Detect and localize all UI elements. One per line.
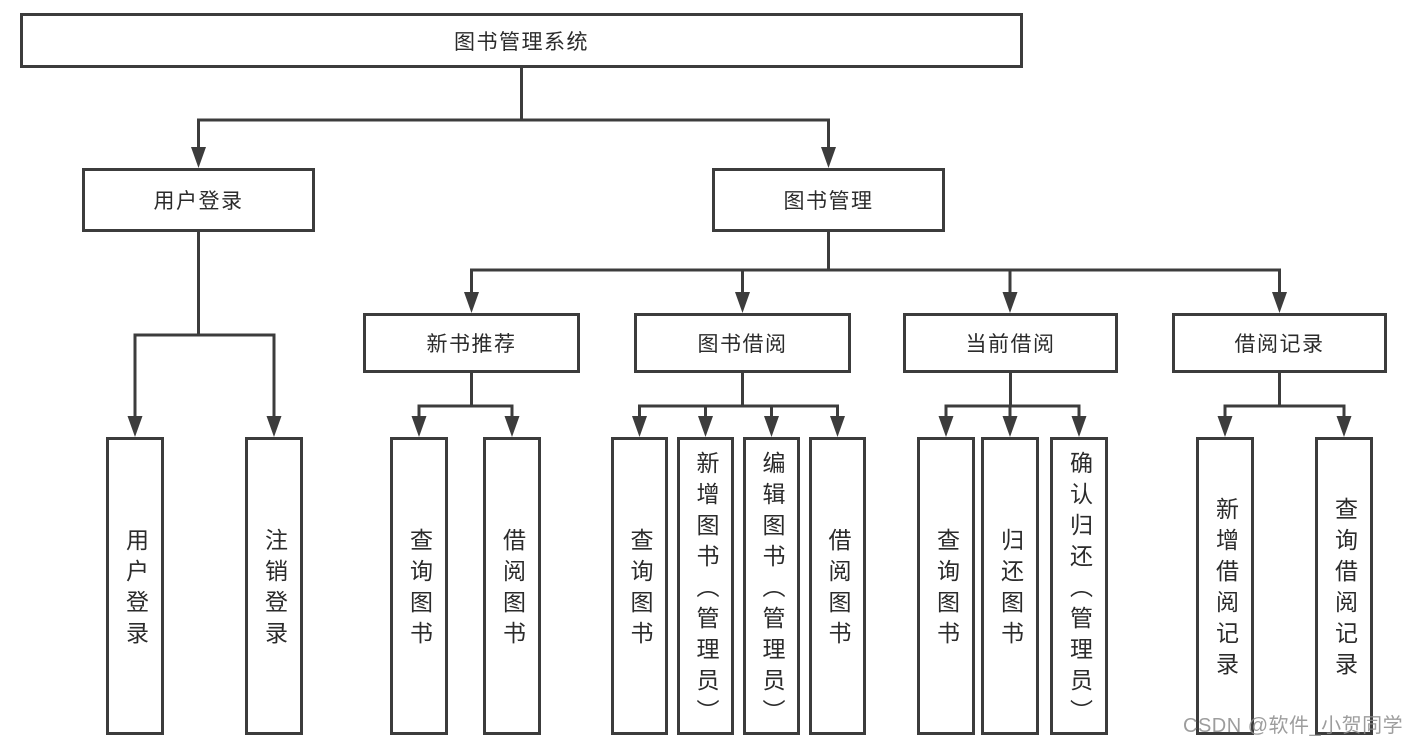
node-leaf-query-books-current: 查询图书 [917, 437, 975, 735]
csdn-watermark: CSDN @软件_小贺同学 [1183, 715, 1404, 737]
node-leaf-return-books-label: 归还图书 [997, 528, 1024, 652]
node-leaf-borrow-books-recommend-label: 借阅图书 [499, 528, 526, 652]
node-user-login: 用户登录 [82, 168, 315, 232]
node-borrow-records: 借阅记录 [1172, 313, 1387, 373]
node-book-management: 图书管理 [712, 168, 945, 232]
node-leaf-user-login: 用户登录 [106, 437, 164, 735]
node-leaf-confirm-return-admin-label: 确认归还（管理员） [1066, 450, 1093, 730]
node-book-borrow: 图书借阅 [634, 313, 851, 373]
arrowheads [127, 147, 1352, 437]
node-leaf-query-books-borrow-label: 查询图书 [627, 528, 653, 652]
node-leaf-borrow-books-label: 借阅图书 [825, 528, 851, 652]
node-current-borrow: 当前借阅 [903, 313, 1118, 373]
node-leaf-query-borrow-record: 查询借阅记录 [1315, 437, 1373, 735]
node-new-book-recommend-label: 新书推荐 [426, 333, 517, 356]
node-book-borrow-label: 图书借阅 [697, 333, 788, 356]
node-leaf-query-books-recommend: 查询图书 [390, 437, 448, 735]
node-root-label: 图书管理系统 [454, 30, 589, 54]
node-root-library-system: 图书管理系统 [20, 13, 1023, 68]
node-borrow-records-label: 借阅记录 [1234, 333, 1325, 356]
node-leaf-edit-books-admin: 编辑图书（管理员） [743, 437, 800, 735]
connector-records-to-leaves [1223, 373, 1346, 419]
node-leaf-logout-label: 注销登录 [261, 528, 288, 652]
node-leaf-add-books-admin: 新增图书（管理员） [677, 437, 734, 735]
node-new-book-recommend: 新书推荐 [363, 313, 580, 373]
node-current-borrow-label: 当前借阅 [965, 333, 1056, 356]
node-leaf-borrow-books: 借阅图书 [809, 437, 866, 735]
node-leaf-query-books-current-label: 查询图书 [933, 528, 960, 652]
node-leaf-query-books-recommend-label: 查询图书 [406, 528, 433, 652]
node-leaf-add-books-admin-label: 新增图书（管理员） [693, 450, 719, 730]
connector-root-to-level2 [197, 68, 830, 150]
node-leaf-query-borrow-record-label: 查询借阅记录 [1331, 497, 1358, 683]
node-leaf-confirm-return-admin: 确认归还（管理员） [1050, 437, 1108, 735]
connector-current-to-leaves [944, 373, 1081, 419]
node-leaf-borrow-books-recommend: 借阅图书 [483, 437, 541, 735]
node-leaf-edit-books-admin-label: 编辑图书（管理员） [759, 450, 785, 730]
node-leaf-query-books-borrow: 查询图书 [611, 437, 668, 735]
connector-borrow-to-leaves [638, 373, 839, 419]
node-book-management-label: 图书管理 [783, 190, 874, 213]
node-leaf-add-borrow-record: 新增借阅记录 [1196, 437, 1254, 735]
node-leaf-user-login-label: 用户登录 [122, 528, 149, 652]
connector-userlogin-to-leaves [133, 232, 276, 419]
node-leaf-logout: 注销登录 [245, 437, 303, 735]
node-leaf-add-borrow-record-label: 新增借阅记录 [1212, 497, 1239, 683]
node-leaf-return-books: 归还图书 [981, 437, 1039, 735]
node-user-login-label: 用户登录 [153, 190, 244, 213]
connector-bookmgmt-to-level3 [470, 232, 1281, 295]
connector-recommend-to-leaves [417, 373, 514, 419]
